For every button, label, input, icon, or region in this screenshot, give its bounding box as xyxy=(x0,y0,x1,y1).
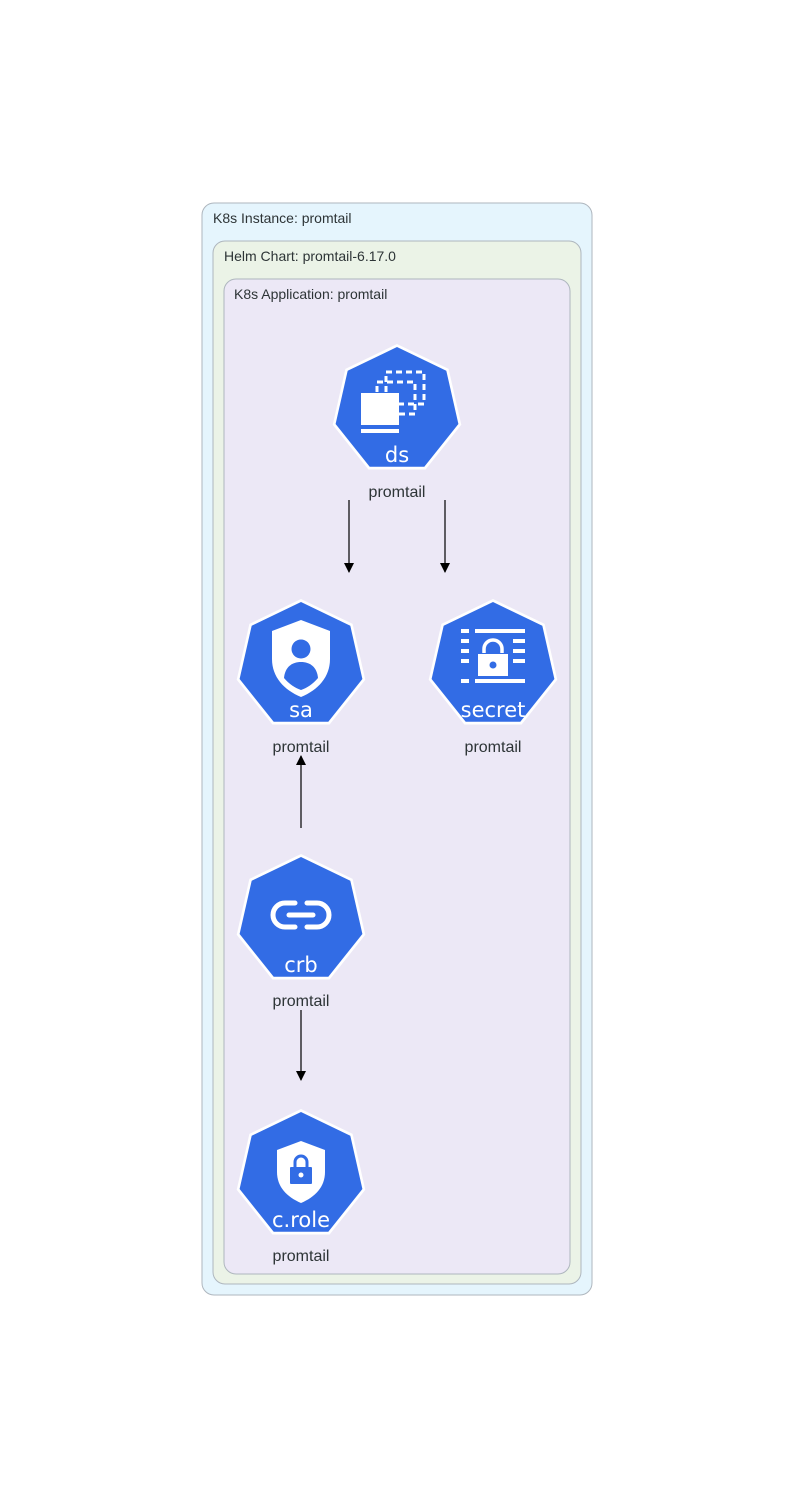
node-kind-sa: sa xyxy=(289,698,313,722)
node-label-sa: promtail xyxy=(273,739,330,756)
node-label-crole: promtail xyxy=(273,1248,330,1265)
cluster-role-binding-icon xyxy=(270,900,332,930)
node-daemonset[interactable]: ds xyxy=(332,344,462,470)
node-kind-secret: secret xyxy=(461,698,526,722)
cluster-label-application: K8s Application: promtail xyxy=(234,286,387,302)
node-cluster-role-binding[interactable]: crb xyxy=(236,854,366,980)
edges xyxy=(296,500,450,1081)
node-kind-crole: c.role xyxy=(272,1208,330,1232)
node-label-secret: promtail xyxy=(465,739,522,756)
cluster-label-instance: K8s Instance: promtail xyxy=(213,210,352,226)
daemonset-icon xyxy=(361,370,426,433)
node-kind-crb: crb xyxy=(284,953,318,977)
secret-icon xyxy=(461,629,525,683)
node-secret[interactable]: secret xyxy=(428,599,558,725)
service-account-icon xyxy=(272,620,330,697)
node-cluster-role[interactable]: c.role xyxy=(236,1109,366,1235)
node-label-ds: promtail xyxy=(369,484,426,501)
node-kind-ds: ds xyxy=(385,443,409,467)
node-service-account[interactable]: sa xyxy=(236,599,366,725)
cluster-label-chart: Helm Chart: promtail-6.17.0 xyxy=(224,248,396,264)
cluster-k8s-application: K8s Application: promtail xyxy=(223,278,571,1275)
cluster-role-icon xyxy=(277,1141,325,1203)
node-label-crb: promtail xyxy=(273,993,330,1010)
